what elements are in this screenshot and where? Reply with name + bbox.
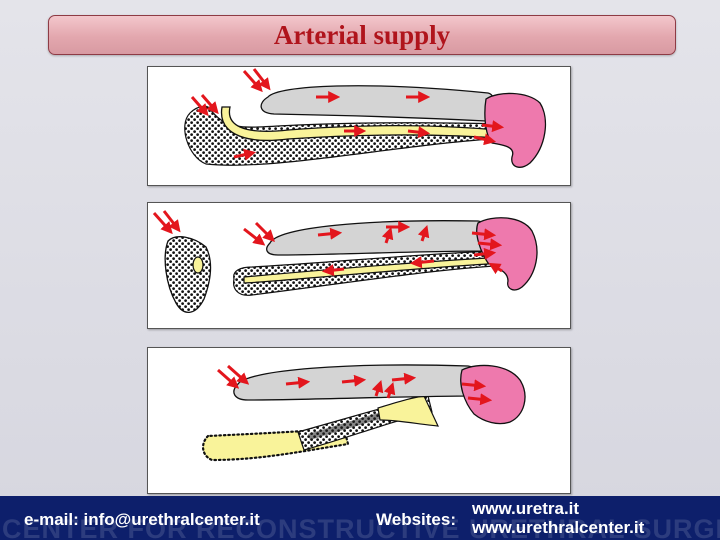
corpus-cavernosum — [266, 220, 495, 256]
proximal-bulb-segment — [164, 236, 212, 313]
arterial-flow-arrows — [217, 364, 493, 406]
slide-title: Arterial supply — [273, 19, 451, 50]
footer-watermark: CENTER FOR RECONSTRUCTIVE URETHRAL SURGE… — [2, 514, 720, 540]
bulb-lumen — [192, 256, 204, 274]
footer-website-link-urethralcenter[interactable]: www.urethralcenter.it — [472, 518, 645, 537]
diagram-panel-transected — [147, 202, 571, 329]
urethra — [377, 395, 439, 427]
penis-diagram-mobilized — [202, 364, 526, 462]
glans — [460, 364, 526, 425]
footer-websites-label: Websites: — [376, 510, 456, 529]
title-banner: Arterial supply — [48, 15, 676, 55]
footer-bar: CENTER FOR RECONSTRUCTIVE URETHRAL SURGE… — [0, 496, 720, 540]
footer-email[interactable]: e-mail: info@urethralcenter.it — [24, 510, 260, 529]
arterial-flow-arrows — [190, 68, 505, 161]
corpus-spongiosum — [233, 250, 517, 296]
diagram-panel-mobilized — [147, 347, 571, 494]
penis-diagram-intact — [184, 68, 547, 168]
diagram-panel-intact — [147, 66, 571, 186]
footer-website-link-uretra[interactable]: www.uretra.it — [472, 499, 580, 518]
corpus-cavernosum — [260, 85, 496, 122]
penis-diagram-transected — [152, 210, 538, 313]
glans — [484, 92, 547, 168]
corpus-cavernosum — [233, 364, 484, 401]
arterial-flow-arrows — [152, 210, 503, 277]
